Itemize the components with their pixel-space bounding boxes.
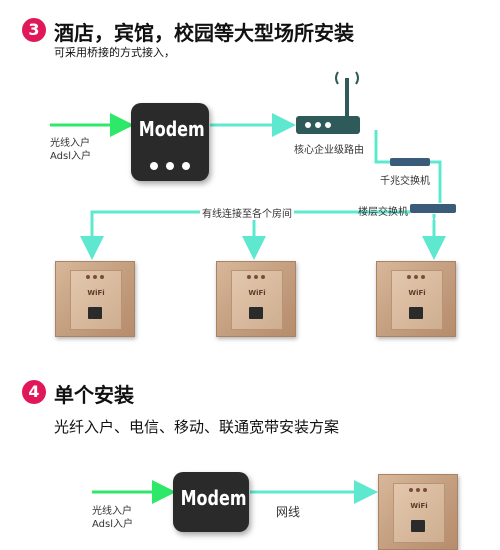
cable-label: 网线 [276,505,301,519]
panel-face: WiFi [393,483,445,543]
input-label-adsl-s4: Adsl入户 [92,519,134,530]
input-label-fiber-s4: 光线入户 [92,506,132,517]
wifi-logo: WiFi [87,289,105,297]
router-icon [296,71,360,134]
modem-device-s4: Modem [173,472,249,532]
step-3-badge: 3 [22,18,46,42]
wifi-panel-s4: WiFi [378,474,458,550]
ethernet-port-icon [409,307,423,319]
input-label-fiber: 光线入户 [50,138,90,149]
modem-lights [131,157,209,175]
floor-switch-icon [410,204,456,220]
ethernet-port-icon [88,307,102,319]
floor-switch-label: 楼层交换机 [358,207,408,218]
section-3-subtitle: 可采用桥接的方式接入， [54,46,175,59]
wifi-logo: WiFi [248,289,266,297]
panel-face: WiFi [391,270,443,330]
distribution-line-left [80,210,410,260]
modem-label: Modem [138,117,205,141]
ethernet-port-icon [411,520,425,532]
step-4-badge: 4 [22,380,46,404]
ethernet-port-icon [249,307,263,319]
section-4-description: 光纤入户、电信、移动、联通宽带安装方案 [54,418,340,436]
wifi-logo: WiFi [408,289,426,297]
wired-connection-label: 有线连接至各个房间 [200,205,294,220]
section-4-title: 单个安装 [54,383,134,407]
switch-floor-line [430,160,442,203]
modem-label-s4: Modem [180,486,247,510]
section-3-title: 酒店，宾馆，校园等大型场所安装 [54,21,354,45]
panel-face: WiFi [70,270,122,330]
gigabit-switch-label: 千兆交换机 [380,176,430,187]
wifi-panel-left: WiFi [55,261,135,337]
wifi-logo: WiFi [410,502,428,510]
section-3-connection-lines [50,71,446,504]
input-label-adsl: Adsl入户 [50,151,92,162]
gigabit-switch-icon [390,158,430,174]
router-switch-line [374,130,390,164]
modem-device: Modem [131,103,209,181]
router-label: 核心企业级路由 [294,145,364,156]
panel-face: WiFi [231,270,283,330]
wifi-panel-middle: WiFi [216,261,296,337]
wifi-panel-right: WiFi [376,261,456,337]
